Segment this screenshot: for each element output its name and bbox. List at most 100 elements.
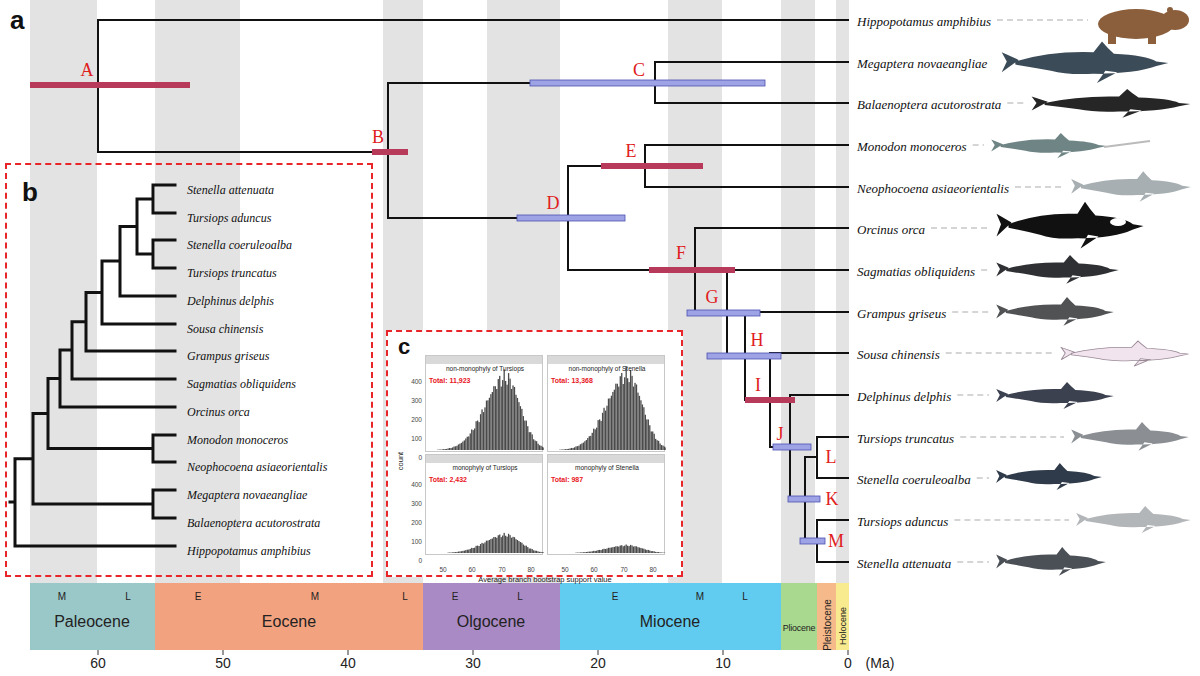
facet-header: monophyly of Tursiops [452,464,517,471]
subepoch-label: M [696,591,704,602]
node-letter: A [81,60,94,81]
node-letter: D [547,193,560,214]
subepoch-label: L [742,591,748,602]
species-name: Stenella coeruleoalba [187,238,292,253]
tick-label: 70 [620,566,627,573]
species-name: Sousa chinensis [857,347,940,363]
epoch-name: Olgocene [457,613,526,631]
tick-label: 200 [411,519,422,526]
inset-panel: b Stenella attenuataTursiops aduncusStene… [5,163,373,577]
histogram-facet: monophyly of StenellaTotal: 987 [547,454,665,555]
node-letter: I [755,375,761,396]
histogram-facet: non-monophyly of TursiopsTotal: 11,923 [425,355,543,452]
species-name: Neophocoena asiaeorientalis [187,460,327,475]
total-count: Total: 987 [551,476,583,483]
node-letter: G [706,287,719,308]
node-letter: M [828,531,844,552]
total-count: Total: 2,432 [429,476,467,483]
tick-label: 0 [418,454,422,461]
tick-label: 70 [498,566,505,573]
epoch-band: Pliocene [781,583,817,650]
total-count: Total: 11,923 [429,377,471,384]
tick-label: 50 [561,566,568,573]
leader-line [957,394,989,396]
species-name: Megaptera novaeangliae [857,56,987,72]
animal-illustrations [991,7,1191,576]
facet-strip [426,455,542,463]
subepoch-label: L [125,591,131,602]
species-name: Stenella attenuata [187,183,274,198]
tick-label: 100 [411,435,422,442]
species-name: Tursiops truncatus [857,431,954,447]
species-name: Balaenoptera acutorostrata [857,97,1001,113]
node-letter: J [776,424,783,445]
panel-letter: a [10,5,24,36]
epoch-name: Paleocene [54,613,130,631]
species-name: Monodon monoceros [857,139,967,155]
tick-label: 60 [590,566,597,573]
hippo-figure [1098,7,1189,44]
epoch-name: Miocene [640,613,700,631]
species-name: Sousa chinensis [187,322,263,337]
tick-label: 200 [411,416,422,423]
node-letter: K [826,489,839,510]
leader-line [981,269,989,271]
species-name: Sagmatias obliquidens [857,264,975,280]
species-name: Orcinus orca [857,222,925,238]
total-count: Total: 13,368 [551,377,593,384]
leader-line [952,311,989,313]
facet-header: non-monophyly of Tursiops [446,365,524,372]
subepoch-label: M [58,591,66,602]
species-name: Sagmatias obliquidens [187,377,296,392]
epoch-band: Paleocene M L [30,583,155,650]
inset-tree-branches [10,185,175,546]
leader-line [997,19,1088,21]
leader-line [931,227,989,229]
leader-line [957,561,989,563]
tick-label: 400 [411,481,422,488]
subepoch-label: E [452,591,459,602]
facet-strip [548,455,664,463]
axis-tick-label: 20 [590,655,606,671]
leader-line [954,519,1069,521]
tick-label: 400 [411,378,422,385]
node-letter: F [676,243,686,264]
leader-line [960,436,1064,438]
subepoch-label: M [311,591,319,602]
leader-line [1015,186,1064,188]
species-name: Stenella attenuata [857,556,951,572]
species-name: Megaptera novaeangliae [187,488,307,503]
node-letter: H [751,330,764,351]
species-name: Orcinus orca [187,405,250,420]
subepoch-label: E [195,591,202,602]
species-name: Delphinus delphis [857,389,951,405]
epoch-band: Olgocene E L [423,583,560,650]
epoch-name: Pleistocene [821,599,832,651]
axis-title: Average branch bootstrap support value [478,575,611,584]
facet-header: monophyly of Stenella [575,464,639,471]
panel-letter: b [22,177,38,208]
species-name: Tursiops aduncus [187,211,271,226]
node-letter: C [633,60,645,81]
node-letter: E [626,141,637,162]
subepoch-label: E [612,591,619,602]
node-letter: L [826,447,837,468]
species-name: Grampus griseus [187,349,269,364]
species-name: Stenella coeruleoalba [857,472,971,488]
axis-tick-label: (Ma) [866,655,895,671]
facet-strip [548,356,664,364]
species-name: Hippopotamus amphibius [187,544,311,559]
axis-tick-label: 10 [715,655,731,671]
tick-label: 300 [411,500,422,507]
tick-label: 60 [468,566,475,573]
axis-title: count [396,452,405,470]
epoch-name: Eocene [262,613,316,631]
subepoch-label: L [517,591,523,602]
axis-tick-label: 40 [340,655,356,671]
tick-label: 100 [411,538,422,545]
axis-tick-label: 30 [465,655,481,671]
leader-line [977,477,989,479]
epoch-band: EoceneEML [155,583,423,650]
epoch-band: Pleistocene [817,583,836,650]
